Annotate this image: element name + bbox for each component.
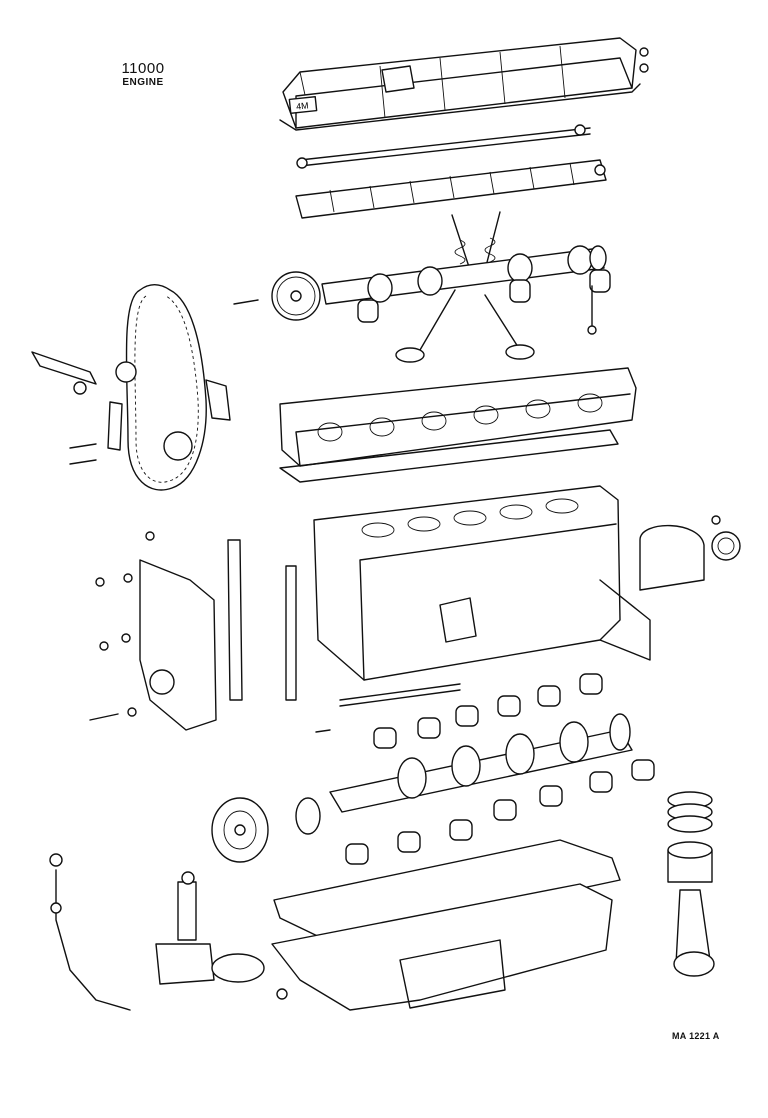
cylinder-head-cover: 4M — [279, 37, 649, 131]
rear-oil-seal-retainer — [639, 524, 741, 591]
timing-chain — [115, 284, 207, 491]
piston-assembly — [667, 791, 715, 977]
header-group-name: ENGINE — [122, 77, 164, 88]
oil-pump — [155, 871, 265, 985]
header-group-code: 11000 — [121, 60, 165, 77]
camshaft — [321, 245, 611, 323]
crankshaft-bearings-upper — [373, 673, 603, 749]
reference-code: MA 1221 A — [672, 1031, 720, 1041]
chain-tensioner — [31, 351, 231, 451]
oil-pan — [271, 883, 613, 1011]
cylinder-head — [279, 367, 637, 467]
valves-and-springs — [395, 211, 535, 363]
timing-chain-cover — [139, 539, 297, 731]
crankshaft-bearings-lower — [345, 759, 655, 865]
rocker-shaft-assembly — [295, 124, 607, 219]
cylinder-head-gasket — [279, 429, 619, 483]
fasteners — [69, 285, 721, 733]
cylinder-block — [313, 485, 651, 681]
oil-dipstick-guide — [49, 853, 131, 1011]
oil-pan-gasket — [273, 839, 621, 943]
crankshaft-pulley — [211, 797, 321, 863]
camshaft-timing-sprocket — [271, 271, 321, 321]
head-cover-mark: 4M — [296, 100, 309, 111]
crankshaft — [329, 683, 633, 813]
